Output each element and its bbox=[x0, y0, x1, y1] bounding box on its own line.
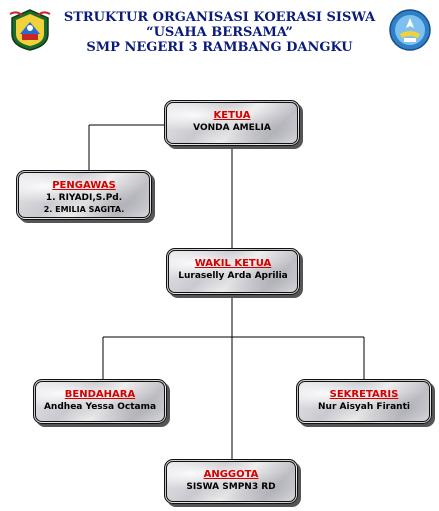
chart-title-line-1: STRUKTUR ORGANISASI KOERASI SISWA bbox=[63, 10, 376, 25]
node-anggota-title: ANGGOTA bbox=[203, 469, 259, 480]
regency-emblem-icon bbox=[9, 9, 51, 51]
node-bendahara-member: Andhea Yessa Octama bbox=[43, 402, 157, 412]
node-pengawas-member-1: 1. RIYADI,S.Pd. bbox=[45, 193, 123, 203]
node-ketua: KETUA VONDA AMELIA bbox=[164, 100, 300, 146]
node-pengawas-member-2: 2. EMILIA SAGITA. bbox=[43, 205, 125, 214]
chart-title-line-3: SMP NEGERI 3 RAMBANG DANGKU bbox=[86, 40, 353, 55]
node-wakil-ketua-member: Luraselly Arda Aprilia bbox=[178, 271, 288, 281]
tut-wuri-handayani-icon bbox=[389, 9, 431, 51]
node-bendahara: BENDAHARA Andhea Yessa Octama bbox=[33, 379, 167, 424]
node-anggota: ANGGOTA SISWA SMPN3 RD bbox=[164, 459, 298, 504]
node-anggota-member: SISWA SMPN3 RD bbox=[186, 482, 276, 492]
node-wakil-ketua: WAKIL KETUA Luraselly Arda Aprilia bbox=[166, 248, 300, 295]
node-sekretaris: SEKRETARIS Nur Aisyah Firanti bbox=[296, 379, 432, 424]
node-ketua-member: VONDA AMELIA bbox=[193, 123, 271, 133]
node-wakil-ketua-title: WAKIL KETUA bbox=[194, 258, 272, 269]
node-sekretaris-title: SEKRETARIS bbox=[329, 389, 399, 400]
chart-title-line-2: “USAHA BERSAMA” bbox=[146, 25, 293, 40]
node-ketua-title: KETUA bbox=[213, 110, 251, 121]
node-sekretaris-member: Nur Aisyah Firanti bbox=[318, 402, 410, 412]
node-pengawas-title: PENGAWAS bbox=[52, 180, 116, 191]
node-pengawas: PENGAWAS 1. RIYADI,S.Pd. 2. EMILIA SAGIT… bbox=[16, 170, 152, 220]
node-bendahara-title: BENDAHARA bbox=[64, 389, 136, 400]
